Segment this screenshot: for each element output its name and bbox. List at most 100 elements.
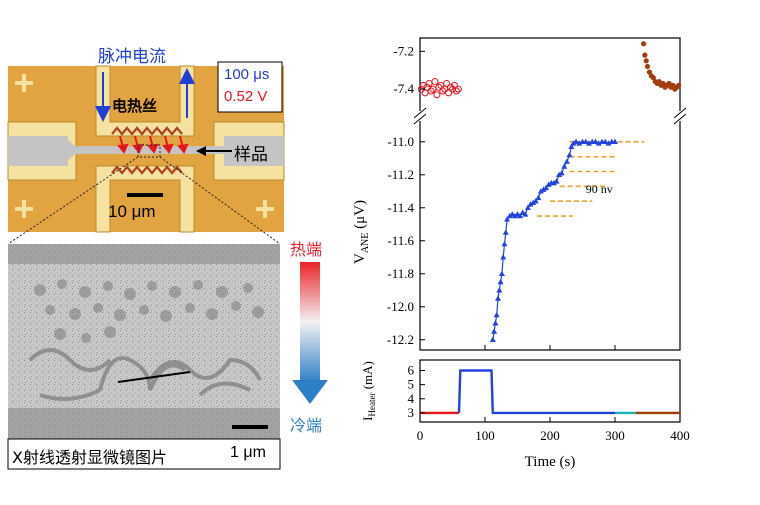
xray-bottom-edge xyxy=(8,408,280,439)
vane-point-s0-8 xyxy=(433,91,441,99)
vane-point-s1-39 xyxy=(576,140,583,146)
break-mark-3 xyxy=(673,107,687,119)
vane-point-s1-7 xyxy=(498,270,505,276)
vane-point-s1-22 xyxy=(532,197,539,204)
heater-label: 电热丝 xyxy=(112,97,158,115)
pulse-width-text: 100 μs xyxy=(224,66,270,83)
left-panel: 脉冲电流 电热丝 样品 100 μs 0.52 V 10 μm X射线透射显微镜… xyxy=(0,0,330,500)
right-sample-pad xyxy=(224,136,284,166)
xray-caption-box xyxy=(7,438,281,470)
xray-pointer xyxy=(117,371,191,383)
xray-background xyxy=(8,244,280,439)
vane-point-s1-29 xyxy=(550,179,557,186)
vane-point-s1-44 xyxy=(592,138,599,144)
vane-point-s2-2 xyxy=(643,58,649,64)
device-figure xyxy=(7,61,328,470)
ytick-label-lower-3: -11.6 xyxy=(387,233,414,248)
stripe-domains xyxy=(28,348,262,401)
xray-scale-bar xyxy=(232,425,268,429)
heater-ytick-label-1: 5 xyxy=(408,377,415,392)
heat-arrows xyxy=(117,135,189,154)
ytick-label-lower-4: -11.8 xyxy=(387,266,414,281)
vane-point-s0-18 xyxy=(452,87,460,95)
left-sample-pad xyxy=(8,136,68,166)
vane-point-s1-42 xyxy=(586,140,592,146)
heater-xtick-label-3: 300 xyxy=(605,428,625,443)
vane-point-s1-11 xyxy=(504,216,511,222)
vane-point-s1-0 xyxy=(489,336,496,342)
vane-point-s1-9 xyxy=(501,240,508,247)
vane-point-s1-31 xyxy=(556,171,563,177)
vane-point-s1-33 xyxy=(561,163,568,169)
heater-segment-1 xyxy=(457,369,615,415)
gradient-bar xyxy=(300,262,320,382)
micrograph-scale-text: 10 μm xyxy=(108,202,156,221)
break-mark-4 xyxy=(673,113,687,125)
axes-layer: -7.2-7.4-11.0-11.2-11.4-11.6-11.8-12.0-1… xyxy=(352,43,690,470)
sample-strip xyxy=(68,140,230,160)
vane-point-s2-0 xyxy=(641,41,647,47)
measurement-charts: 90 nv -7.2-7.4-11.0-11.2-11.4-11.6-11.8-… xyxy=(352,37,690,470)
vane-point-s1-23 xyxy=(535,194,542,201)
heater-xtick-label-0: 0 xyxy=(417,428,424,443)
heater-ytick-label-2: 4 xyxy=(408,391,415,406)
vane-point-s1-10 xyxy=(502,229,509,235)
vane-point-s1-30 xyxy=(553,178,560,184)
ytick-label-lower-6: -12.2 xyxy=(387,332,414,347)
left-axis-break xyxy=(414,111,426,121)
vane-point-s1-12 xyxy=(506,212,513,219)
vane-point-s0-19 xyxy=(454,85,462,93)
vane-point-s1-47 xyxy=(602,138,609,144)
vane-point-s1-50 xyxy=(612,138,618,144)
roi-box xyxy=(137,144,161,158)
vane-point-s1-32 xyxy=(558,169,565,176)
lower-heater-pad xyxy=(95,165,195,233)
lower-heater-wire xyxy=(111,165,183,175)
vane-point-s0-15 xyxy=(447,83,455,91)
break-mark-1 xyxy=(413,107,427,119)
heater-xtick-label-1: 100 xyxy=(475,428,495,443)
vane-point-s1-41 xyxy=(582,138,589,144)
vane-point-s1-16 xyxy=(517,212,524,219)
ytick-label-upper-1: -7.4 xyxy=(393,81,414,96)
vane-plot-border xyxy=(419,37,681,351)
ytick-label-lower-5: -12.0 xyxy=(387,299,414,314)
time-xlabel: Time (s) xyxy=(525,454,576,470)
right-axis-break xyxy=(674,111,686,121)
heater-xtick-label-4: 400 xyxy=(670,428,690,443)
xray-image xyxy=(8,244,280,439)
vane-data-layer: 90 nv xyxy=(417,41,682,342)
vane-point-s1-36 xyxy=(568,143,575,149)
heater-ylabel: IHeater (mA) xyxy=(360,361,377,421)
ytick-label-lower-0: -11.0 xyxy=(387,134,414,149)
vane-ylabel: VANE (μV) xyxy=(352,200,371,264)
vane-point-s1-27 xyxy=(545,181,552,187)
vane-point-s1-21 xyxy=(530,199,537,206)
vane-point-s1-3 xyxy=(493,311,500,318)
ytick-label-lower-2: -11.4 xyxy=(387,200,414,215)
hot-end-label: 热端 xyxy=(290,240,323,259)
right-panel: 90 nv -7.2-7.4-11.0-11.2-11.4-11.6-11.8-… xyxy=(330,0,760,500)
vane-point-s1-38 xyxy=(573,138,579,144)
heater-ytick-label-0: 6 xyxy=(408,362,415,377)
heater-data-layer xyxy=(420,369,680,415)
vane-point-s1-34 xyxy=(563,158,570,164)
pulse-voltage-text: 0.52 V xyxy=(224,88,268,105)
ytick-label-lower-1: -11.2 xyxy=(387,167,414,182)
zoom-line-right xyxy=(159,156,281,245)
vane-point-s2-1 xyxy=(642,52,648,58)
vane-point-s1-35 xyxy=(566,151,573,158)
upper-heater-wire xyxy=(111,126,183,136)
vane-point-s1-45 xyxy=(595,140,602,146)
vane-point-s1-48 xyxy=(605,140,612,146)
pulse-params-box xyxy=(217,61,283,113)
vane-point-s1-18 xyxy=(522,211,529,217)
pulse-current-label: 脉冲电流 xyxy=(98,47,166,67)
cold-end-label: 冷端 xyxy=(290,416,323,435)
vane-point-s0-5 xyxy=(427,87,435,95)
vane-point-s1-4 xyxy=(495,295,501,301)
vane-frame xyxy=(413,37,687,351)
vane-point-s0-7 xyxy=(431,78,439,86)
vane-point-s1-14 xyxy=(511,212,518,219)
vane-point-s1-24 xyxy=(537,188,544,194)
